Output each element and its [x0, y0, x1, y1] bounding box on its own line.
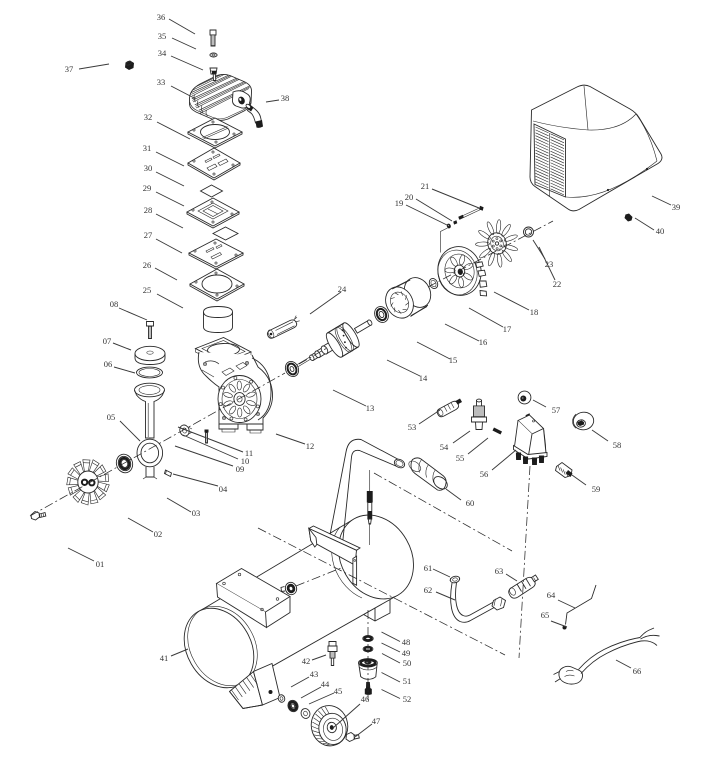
svg-text:22: 22	[553, 279, 562, 289]
svg-text:20: 20	[405, 192, 414, 202]
svg-text:35: 35	[158, 31, 167, 41]
svg-text:60: 60	[466, 498, 475, 508]
svg-text:32: 32	[144, 112, 153, 122]
svg-text:44: 44	[321, 679, 330, 689]
svg-text:39: 39	[672, 202, 681, 212]
svg-text:55: 55	[456, 453, 465, 463]
svg-text:53: 53	[408, 422, 417, 432]
svg-text:26: 26	[143, 260, 152, 270]
svg-text:54: 54	[440, 442, 449, 452]
svg-text:58: 58	[613, 440, 622, 450]
svg-text:24: 24	[338, 284, 347, 294]
svg-text:65: 65	[541, 610, 550, 620]
svg-text:46: 46	[361, 694, 370, 704]
svg-text:18: 18	[530, 307, 539, 317]
svg-text:62: 62	[424, 585, 433, 595]
svg-text:28: 28	[144, 205, 153, 215]
svg-text:59: 59	[592, 484, 601, 494]
svg-text:66: 66	[633, 666, 642, 676]
svg-text:29: 29	[143, 183, 152, 193]
svg-text:37: 37	[65, 64, 74, 74]
svg-text:15: 15	[449, 355, 458, 365]
svg-text:19: 19	[395, 198, 404, 208]
svg-text:16: 16	[479, 337, 488, 347]
svg-text:25: 25	[143, 285, 152, 295]
svg-text:33: 33	[157, 77, 166, 87]
svg-text:56: 56	[480, 469, 489, 479]
svg-text:61: 61	[424, 563, 433, 573]
svg-text:52: 52	[403, 694, 412, 704]
svg-text:03: 03	[192, 508, 201, 518]
svg-text:14: 14	[419, 373, 428, 383]
svg-text:08: 08	[110, 299, 119, 309]
svg-text:02: 02	[154, 529, 163, 539]
svg-text:38: 38	[281, 93, 290, 103]
svg-text:48: 48	[402, 637, 411, 647]
svg-text:45: 45	[334, 686, 343, 696]
svg-text:36: 36	[157, 12, 166, 22]
svg-text:12: 12	[306, 441, 315, 451]
svg-text:01: 01	[96, 559, 105, 569]
svg-text:40: 40	[656, 226, 665, 236]
svg-text:49: 49	[402, 648, 411, 658]
svg-text:05: 05	[107, 412, 116, 422]
svg-text:21: 21	[421, 181, 430, 191]
svg-text:27: 27	[144, 230, 153, 240]
svg-text:17: 17	[503, 324, 512, 334]
svg-text:34: 34	[158, 48, 167, 58]
svg-text:06: 06	[104, 359, 113, 369]
svg-text:51: 51	[403, 676, 412, 686]
svg-text:30: 30	[144, 163, 153, 173]
svg-text:64: 64	[547, 590, 556, 600]
svg-text:63: 63	[495, 566, 504, 576]
svg-text:09: 09	[236, 464, 245, 474]
svg-text:41: 41	[160, 653, 169, 663]
svg-text:31: 31	[143, 143, 152, 153]
svg-text:50: 50	[403, 658, 412, 668]
svg-text:43: 43	[310, 669, 319, 679]
svg-text:13: 13	[366, 403, 375, 413]
svg-text:57: 57	[552, 405, 561, 415]
svg-text:42: 42	[302, 656, 311, 666]
svg-text:04: 04	[219, 484, 228, 494]
svg-text:47: 47	[372, 716, 381, 726]
svg-text:07: 07	[103, 336, 112, 346]
